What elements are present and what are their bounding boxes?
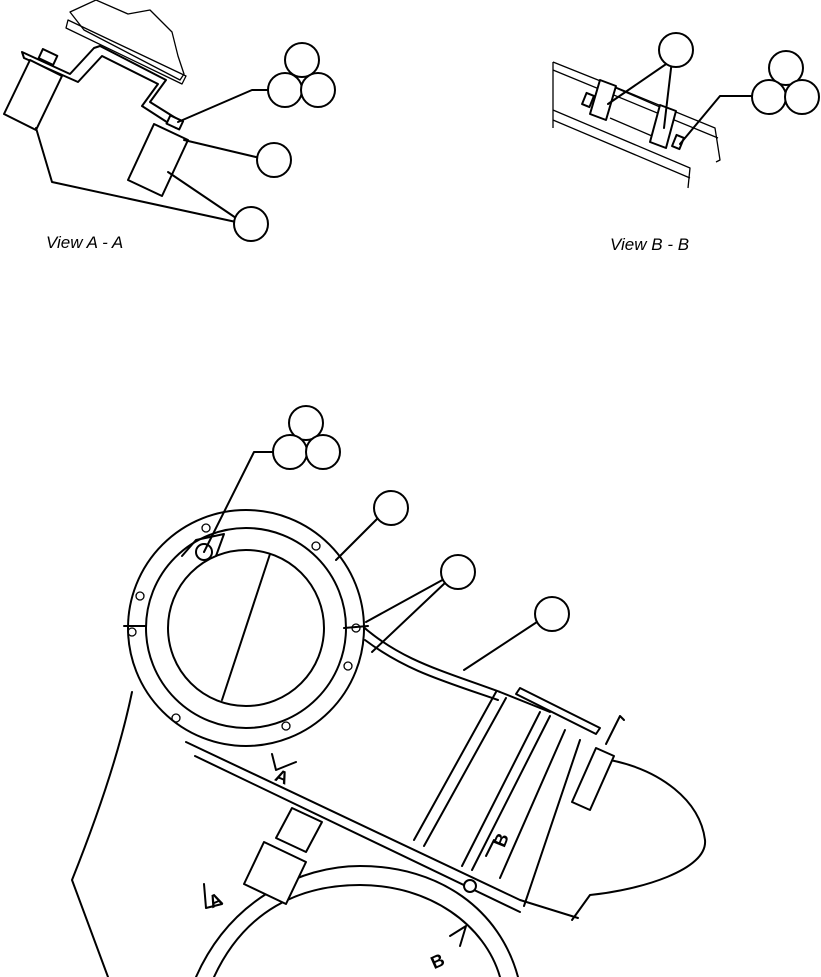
section-arrow-b-lower: [449, 925, 467, 947]
callout-balloon: [440, 554, 476, 590]
section-arrow-a-upper: [271, 753, 297, 771]
section-mark-b-lower: B: [428, 949, 448, 973]
callout-balloon: [272, 434, 308, 470]
callout-balloon: [534, 596, 570, 632]
callout-balloon: [233, 206, 269, 242]
callout-balloon: [373, 490, 409, 526]
section-arrow-b-upper: [485, 839, 495, 857]
view-b-detail: View B - B: [552, 32, 820, 254]
callout-balloon: [768, 50, 804, 86]
callout-balloon: [784, 79, 820, 115]
view-a-detail: View A - A: [3, 0, 336, 252]
callout-balloon: [284, 42, 320, 78]
main-assembly: A A B B: [71, 405, 707, 977]
callout-balloon: [305, 434, 341, 470]
callout-balloon: [288, 405, 324, 441]
view-b-label: View B - B: [610, 235, 689, 254]
callout-balloon: [256, 142, 292, 178]
callout-balloon: [751, 79, 787, 115]
section-mark-b-upper: B: [490, 830, 513, 850]
section-arrow-a-lower: [203, 883, 223, 909]
section-mark-a-lower: A: [205, 889, 225, 913]
view-a-label: View A - A: [46, 233, 123, 252]
callout-balloon: [267, 72, 303, 108]
callout-balloon: [300, 72, 336, 108]
callout-balloon: [658, 32, 694, 68]
